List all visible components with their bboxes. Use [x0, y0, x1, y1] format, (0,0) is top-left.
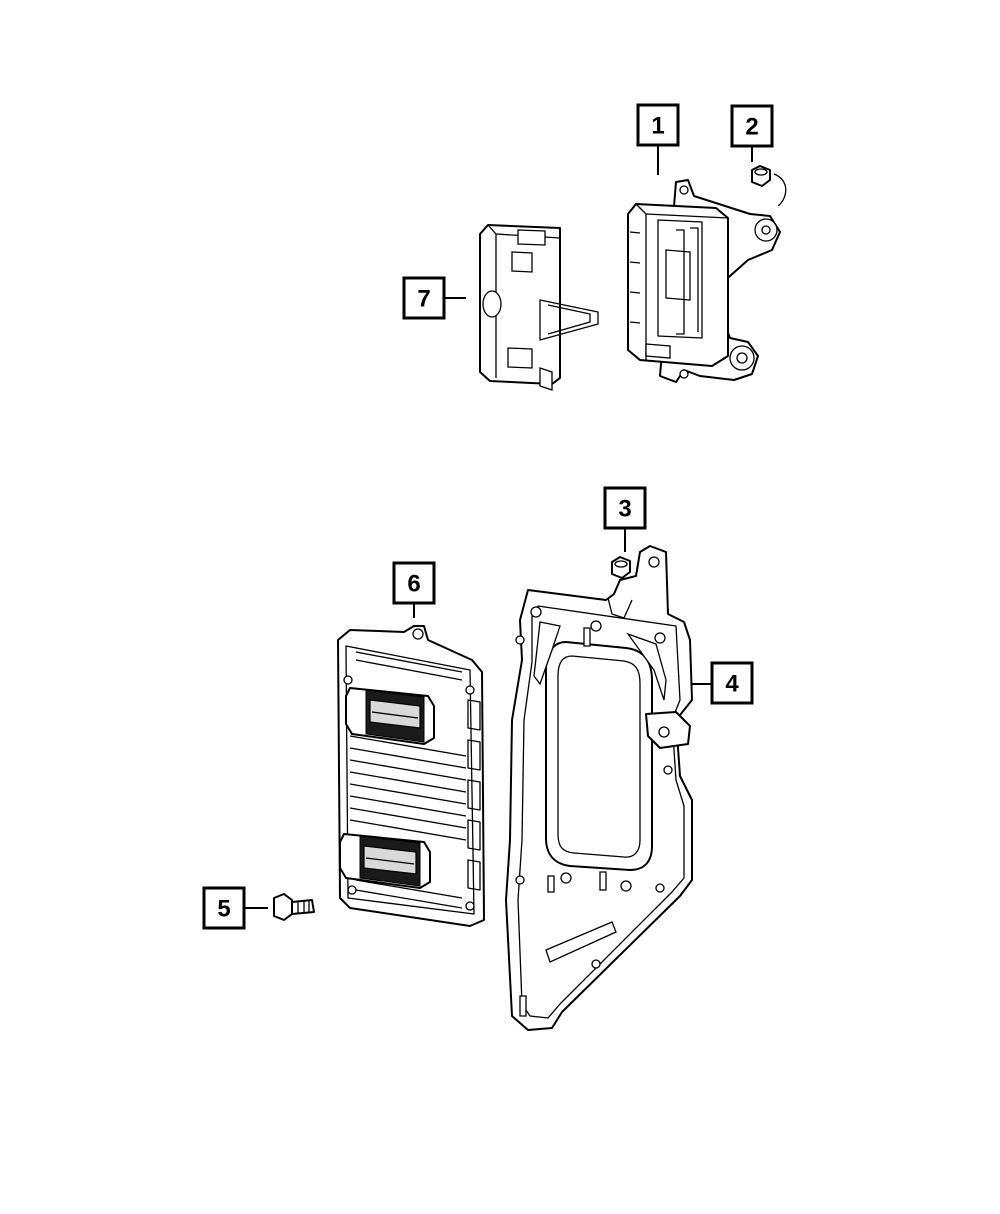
callout-6-label: 6	[407, 571, 420, 598]
part-3-nut	[611, 556, 631, 579]
ecu-lower-connector	[339, 833, 431, 889]
callout-4-label: 4	[725, 671, 739, 698]
callout-2: 2	[730, 104, 774, 148]
ecu-cooling-fins	[349, 651, 467, 909]
ecu-upper-connector	[345, 687, 435, 745]
leader-lines	[243, 146, 753, 909]
callout-7-label: 7	[417, 286, 430, 313]
part-6-engine-control-unit	[337, 625, 485, 927]
part-2-nut	[751, 165, 787, 207]
part-1-control-module	[627, 179, 781, 383]
callout-3-label: 3	[618, 496, 631, 523]
callout-4: 4	[710, 661, 754, 705]
callout-1: 1	[636, 103, 680, 147]
part-4-mounting-plate	[505, 545, 693, 1031]
callout-7: 7	[402, 276, 446, 320]
callout-5: 5	[202, 886, 246, 930]
callout-3: 3	[603, 486, 647, 530]
callout-5-label: 5	[217, 896, 230, 923]
callout-1-label: 1	[651, 113, 664, 140]
callout-2-label: 2	[745, 114, 758, 141]
part-5-bolt	[273, 893, 315, 921]
callout-6: 6	[392, 561, 436, 605]
part-7-connector-cover	[479, 224, 599, 391]
